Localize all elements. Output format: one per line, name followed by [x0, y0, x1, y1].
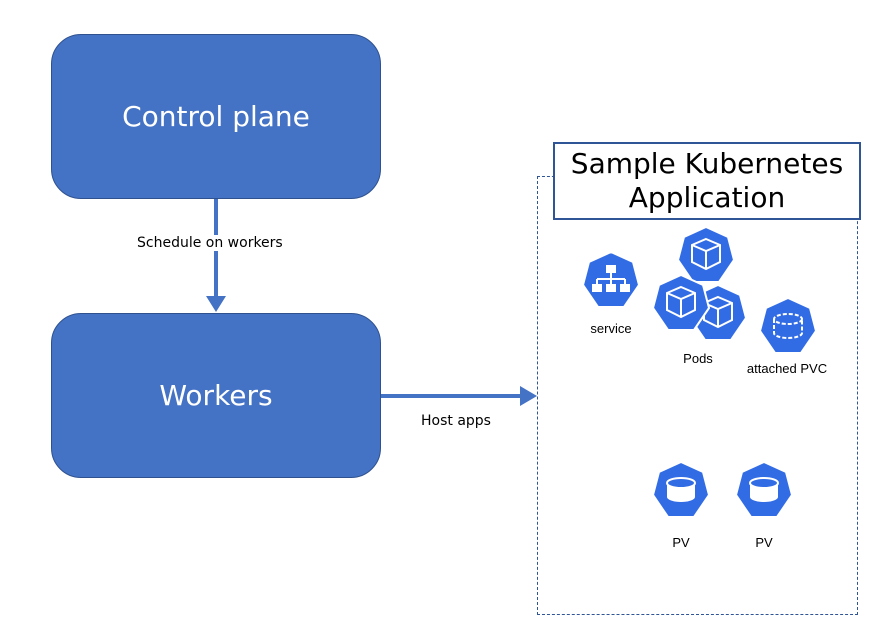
host-apps-label: Host apps [421, 413, 491, 429]
pod-icon [676, 226, 736, 283]
control-plane-label: Control plane [122, 100, 310, 133]
workers-label: Workers [159, 379, 273, 412]
pv-icon [734, 461, 794, 518]
app-title-box: Sample Kubernetes Application [553, 142, 861, 220]
host-apps-arrowhead [520, 386, 537, 406]
pods-label: Pods [683, 351, 713, 366]
pv-label: PV [755, 535, 773, 550]
service-label: service [590, 321, 632, 336]
schedule-label: Schedule on workers [137, 235, 283, 251]
app-title-line1: Sample Kubernetes [570, 147, 844, 180]
control-plane-box: Control plane [51, 34, 381, 199]
pv-icon [651, 461, 711, 518]
service-icon [581, 251, 641, 308]
pvc-icon [758, 297, 818, 354]
app-title-line2: Application [628, 181, 786, 214]
workers-box: Workers [51, 313, 381, 478]
pod-icon [651, 274, 711, 331]
pvc-label: attached PVC [746, 361, 828, 376]
schedule-arrowhead [206, 296, 226, 312]
pv-label: PV [672, 535, 690, 550]
